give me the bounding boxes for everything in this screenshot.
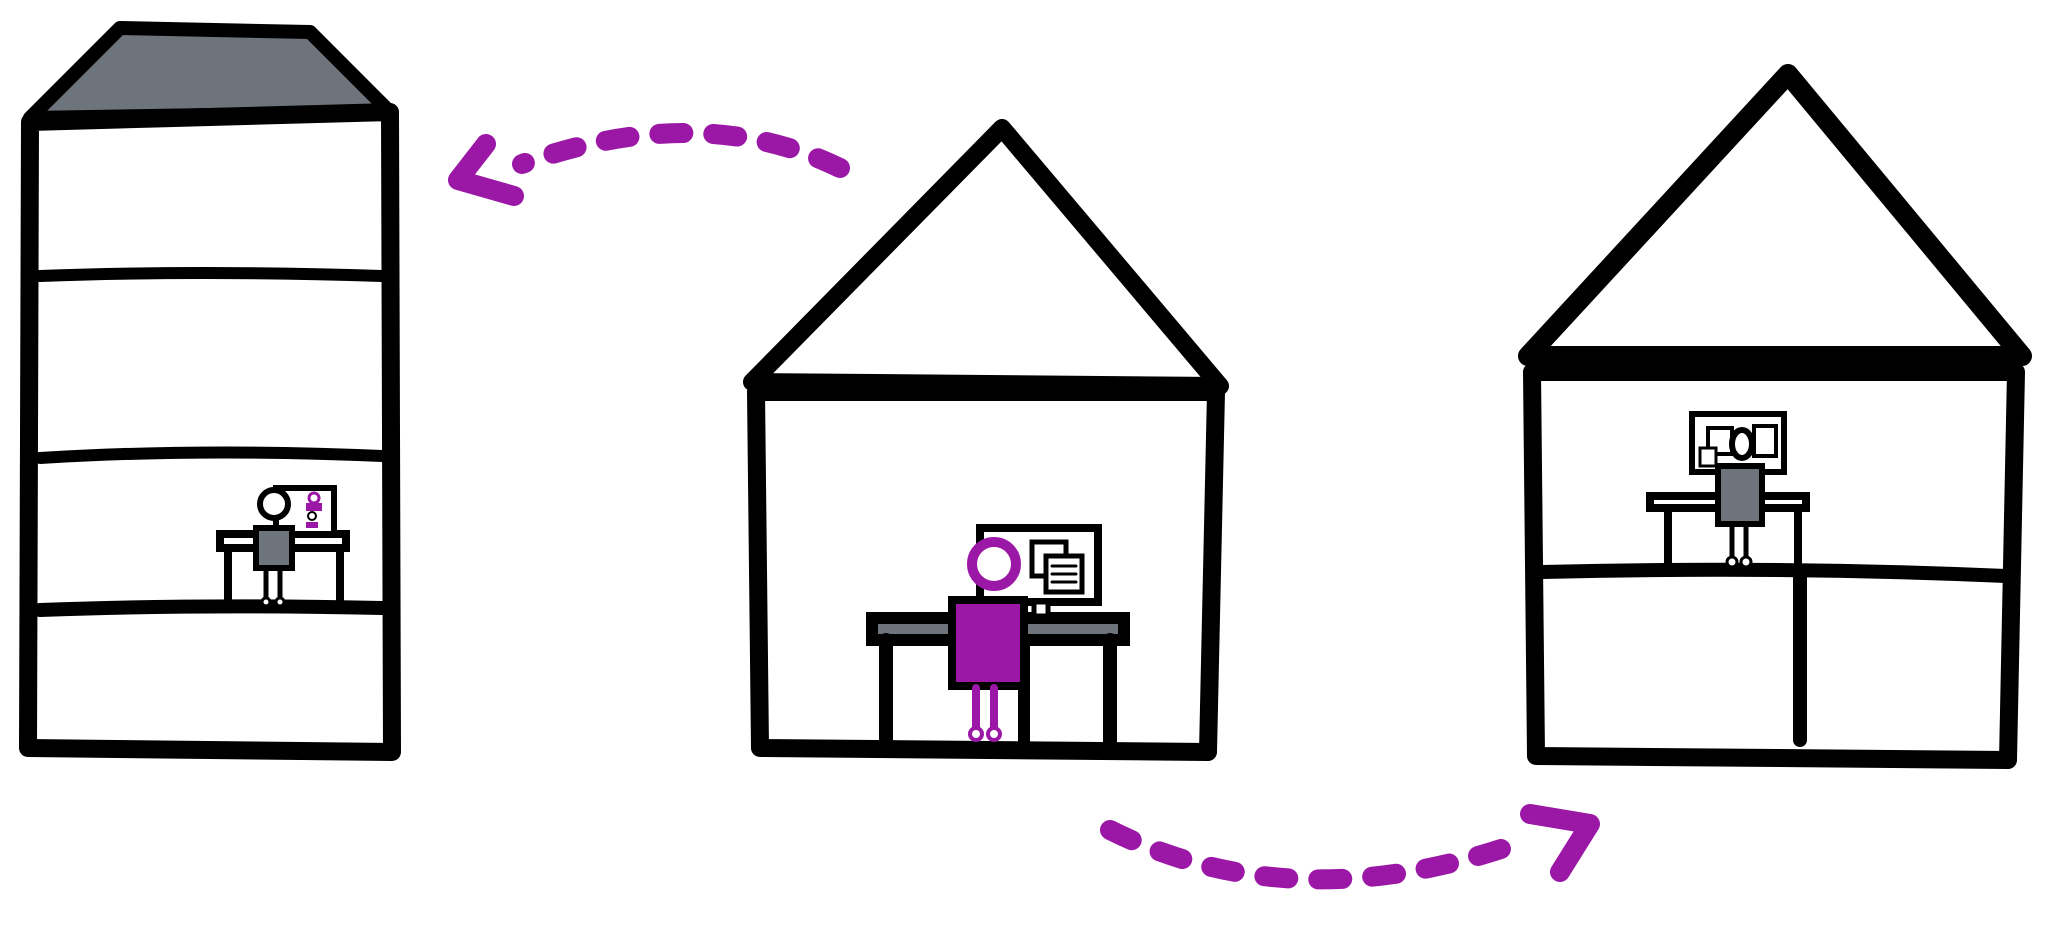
office-person-body: [253, 525, 295, 571]
center-house-body: [747, 383, 1225, 761]
right-document-2: [1752, 424, 1778, 458]
right-person-head: [1729, 427, 1755, 461]
right-house-floor-line: [1535, 562, 2013, 583]
remote-person-body: [306, 503, 322, 511]
dashed-arrow-icon: [448, 122, 850, 206]
document-icon: [1698, 424, 1778, 468]
office-floor-line-2: [34, 446, 388, 464]
office-building-icon: [19, 21, 401, 761]
arrow-to-home-head: [1520, 804, 1600, 882]
right-house-roof: [1518, 64, 2032, 366]
center-person-foot-right: [986, 726, 1002, 742]
remote-person-body-2: [306, 522, 318, 528]
document-icon: [1029, 539, 1085, 595]
center-person-head: [967, 537, 1021, 591]
office-person-head: [257, 487, 291, 521]
arrow-to-office: [512, 122, 850, 178]
office-person-foot-right: [274, 596, 286, 608]
dashed-arrow-icon: [1100, 804, 1600, 890]
center-person-foot-left: [968, 726, 984, 742]
right-house-body: [1523, 363, 2025, 769]
office-floor-line-1: [34, 267, 388, 282]
right-person-foot-right: [1739, 555, 1753, 569]
right-person-foot-left: [1725, 555, 1739, 569]
office-body: [19, 103, 401, 761]
right-document-3: [1698, 446, 1718, 468]
office-floor-line-3: [33, 599, 389, 617]
arrow-to-home: [1100, 820, 1520, 890]
house-icon: [743, 119, 1229, 761]
center-person-body: [948, 596, 1028, 690]
office-person-foot-left: [260, 596, 272, 608]
house-icon: [1518, 64, 2032, 769]
remote-person-head: [307, 491, 321, 505]
person-icon: [253, 487, 295, 608]
remote-person-head-2: [307, 511, 317, 521]
person-icon: [948, 537, 1028, 742]
arrow-to-office-head: [448, 134, 524, 206]
person-icon: [1715, 427, 1765, 569]
center-monitor-stand: [1031, 599, 1051, 619]
right-person-body: [1715, 463, 1765, 527]
